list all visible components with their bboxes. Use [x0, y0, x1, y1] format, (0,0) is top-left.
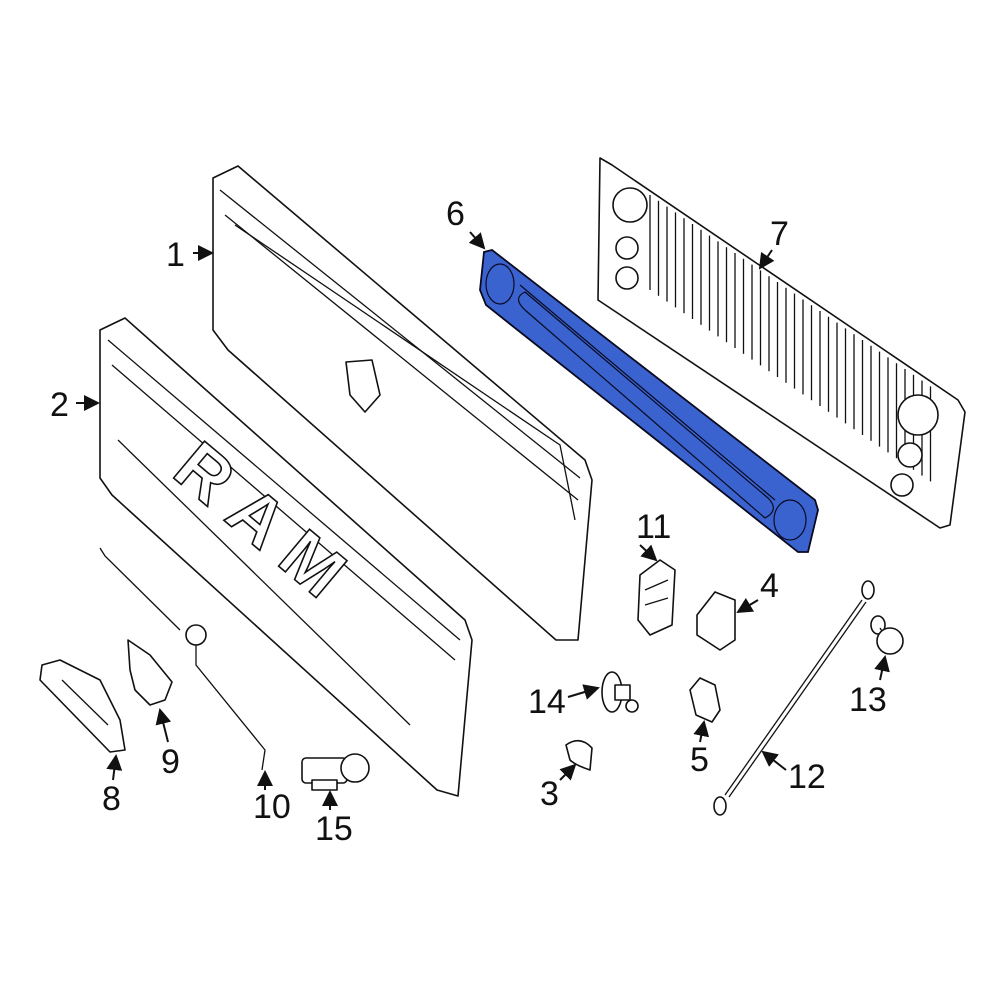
callout-11: 11 — [636, 508, 671, 546]
part-8-handle[interactable] — [39, 659, 126, 753]
part-4-bumper[interactable] — [696, 591, 736, 651]
part-9-latch[interactable] — [127, 639, 173, 706]
callout-1: 1 — [166, 236, 185, 274]
part-12-support-cable[interactable] — [713, 580, 875, 816]
part-7-inner-panel[interactable] — [597, 157, 966, 529]
part-5-bumper[interactable] — [689, 677, 721, 723]
part-14-pivot[interactable] — [601, 671, 639, 713]
part-6-reinforcement-highlighted[interactable] — [479, 249, 819, 553]
callout-6: 6 — [446, 195, 465, 233]
callout-4: 4 — [760, 567, 779, 605]
part-15-lock-cylinder[interactable] — [301, 753, 370, 791]
callout-3: 3 — [540, 775, 559, 813]
callout-8: 8 — [102, 780, 121, 818]
callout-7: 7 — [770, 215, 789, 253]
callout-2: 2 — [50, 386, 69, 424]
callout-labels: 1 2 3 4 5 6 7 8 9 10 11 12 13 14 15 — [50, 195, 890, 848]
callout-9: 9 — [161, 743, 180, 781]
callout-10: 10 — [253, 788, 291, 826]
callout-14: 14 — [528, 683, 566, 721]
part-3-bushing[interactable] — [565, 739, 593, 771]
callout-5: 5 — [690, 741, 709, 779]
part-1-tailgate-shell[interactable] — [212, 165, 593, 641]
callout-13: 13 — [849, 681, 887, 719]
part-11-hinge-bracket[interactable] — [637, 559, 676, 636]
part-10-latch-rod[interactable] — [99, 547, 266, 771]
callout-12: 12 — [788, 758, 826, 796]
part-13-stud[interactable] — [870, 615, 904, 655]
callout-15: 15 — [315, 810, 353, 848]
